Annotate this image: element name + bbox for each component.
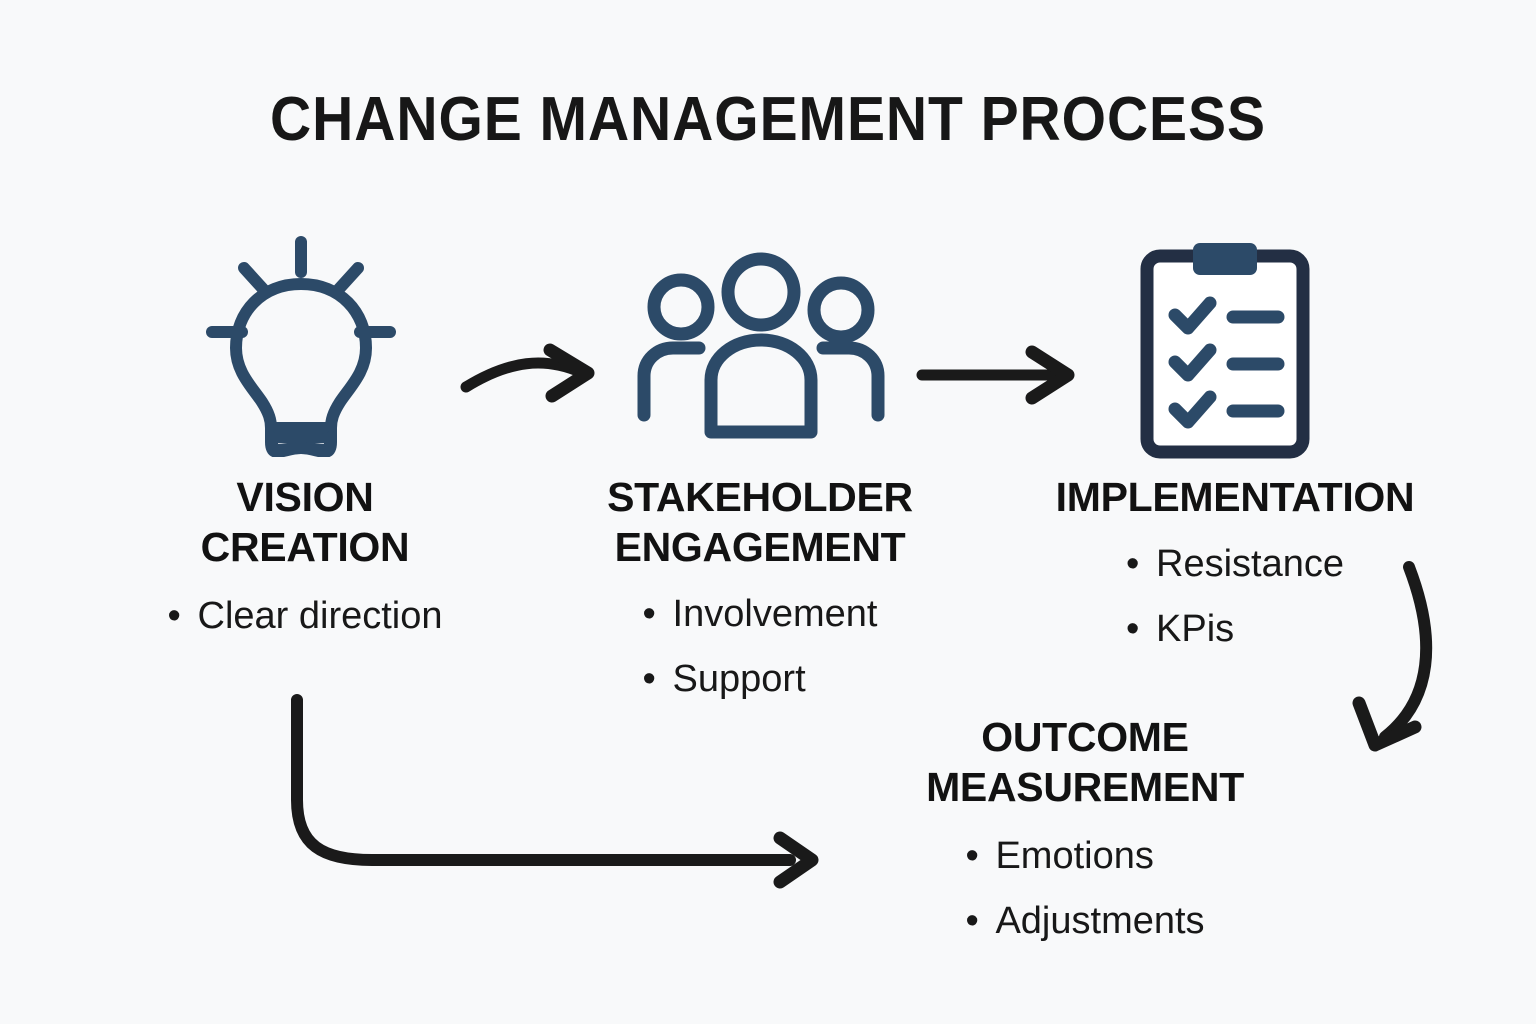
stage-heading-line-2: ENGAGEMENT — [614, 524, 906, 570]
stage-vision-creation: VISION CREATION Clear direction — [60, 472, 550, 649]
arrow-vision-to-stakeholder — [460, 343, 595, 403]
stage-heading-line-1: OUTCOME — [981, 714, 1189, 760]
stage-stakeholder-engagement: STAKEHOLDER ENGAGEMENT Involvement Suppo… — [520, 472, 1000, 712]
people-group-icon — [626, 252, 896, 444]
stage-heading-line-2: CREATION — [200, 524, 410, 570]
list-item: Resistance — [1126, 532, 1344, 597]
stage-bullets-outcome-measurement: Emotions Adjustments — [965, 824, 1204, 954]
stage-heading-line-2: MEASUREMENT — [926, 764, 1244, 810]
stage-outcome-measurement: OUTCOME MEASUREMENT Emotions Adjustments — [845, 712, 1325, 954]
stage-heading-vision-creation: VISION CREATION — [60, 472, 550, 572]
page-title: CHANGE MANAGEMENT PROCESS — [270, 85, 1266, 154]
lightbulb-icon — [196, 232, 406, 458]
stage-heading-line-1: STAKEHOLDER — [607, 474, 913, 520]
list-item: Adjustments — [965, 889, 1204, 954]
list-item: Involvement — [643, 582, 878, 647]
arrow-stakeholder-to-implementation — [916, 345, 1075, 405]
stage-heading-outcome-measurement: OUTCOME MEASUREMENT — [845, 712, 1325, 812]
list-item: KPis — [1126, 597, 1344, 662]
stage-heading-line-1: IMPLEMENTATION — [1055, 474, 1415, 520]
stage-heading-implementation: IMPLEMENTATION — [1000, 472, 1470, 522]
stage-implementation: IMPLEMENTATION Resistance KPis — [1000, 472, 1470, 662]
clipboard-checklist-icon — [1130, 240, 1320, 460]
list-item: Clear direction — [168, 584, 443, 649]
arrow-vision-to-outcome — [291, 694, 819, 889]
list-item: Support — [643, 647, 878, 712]
list-item: Emotions — [965, 824, 1204, 889]
stage-heading-line-1: VISION — [236, 474, 374, 520]
stage-bullets-implementation: Resistance KPis — [1126, 532, 1344, 662]
stage-heading-stakeholder-engagement: STAKEHOLDER ENGAGEMENT — [520, 472, 1000, 572]
stage-bullets-stakeholder-engagement: Involvement Support — [643, 582, 878, 712]
stage-bullets-vision-creation: Clear direction — [168, 584, 443, 649]
